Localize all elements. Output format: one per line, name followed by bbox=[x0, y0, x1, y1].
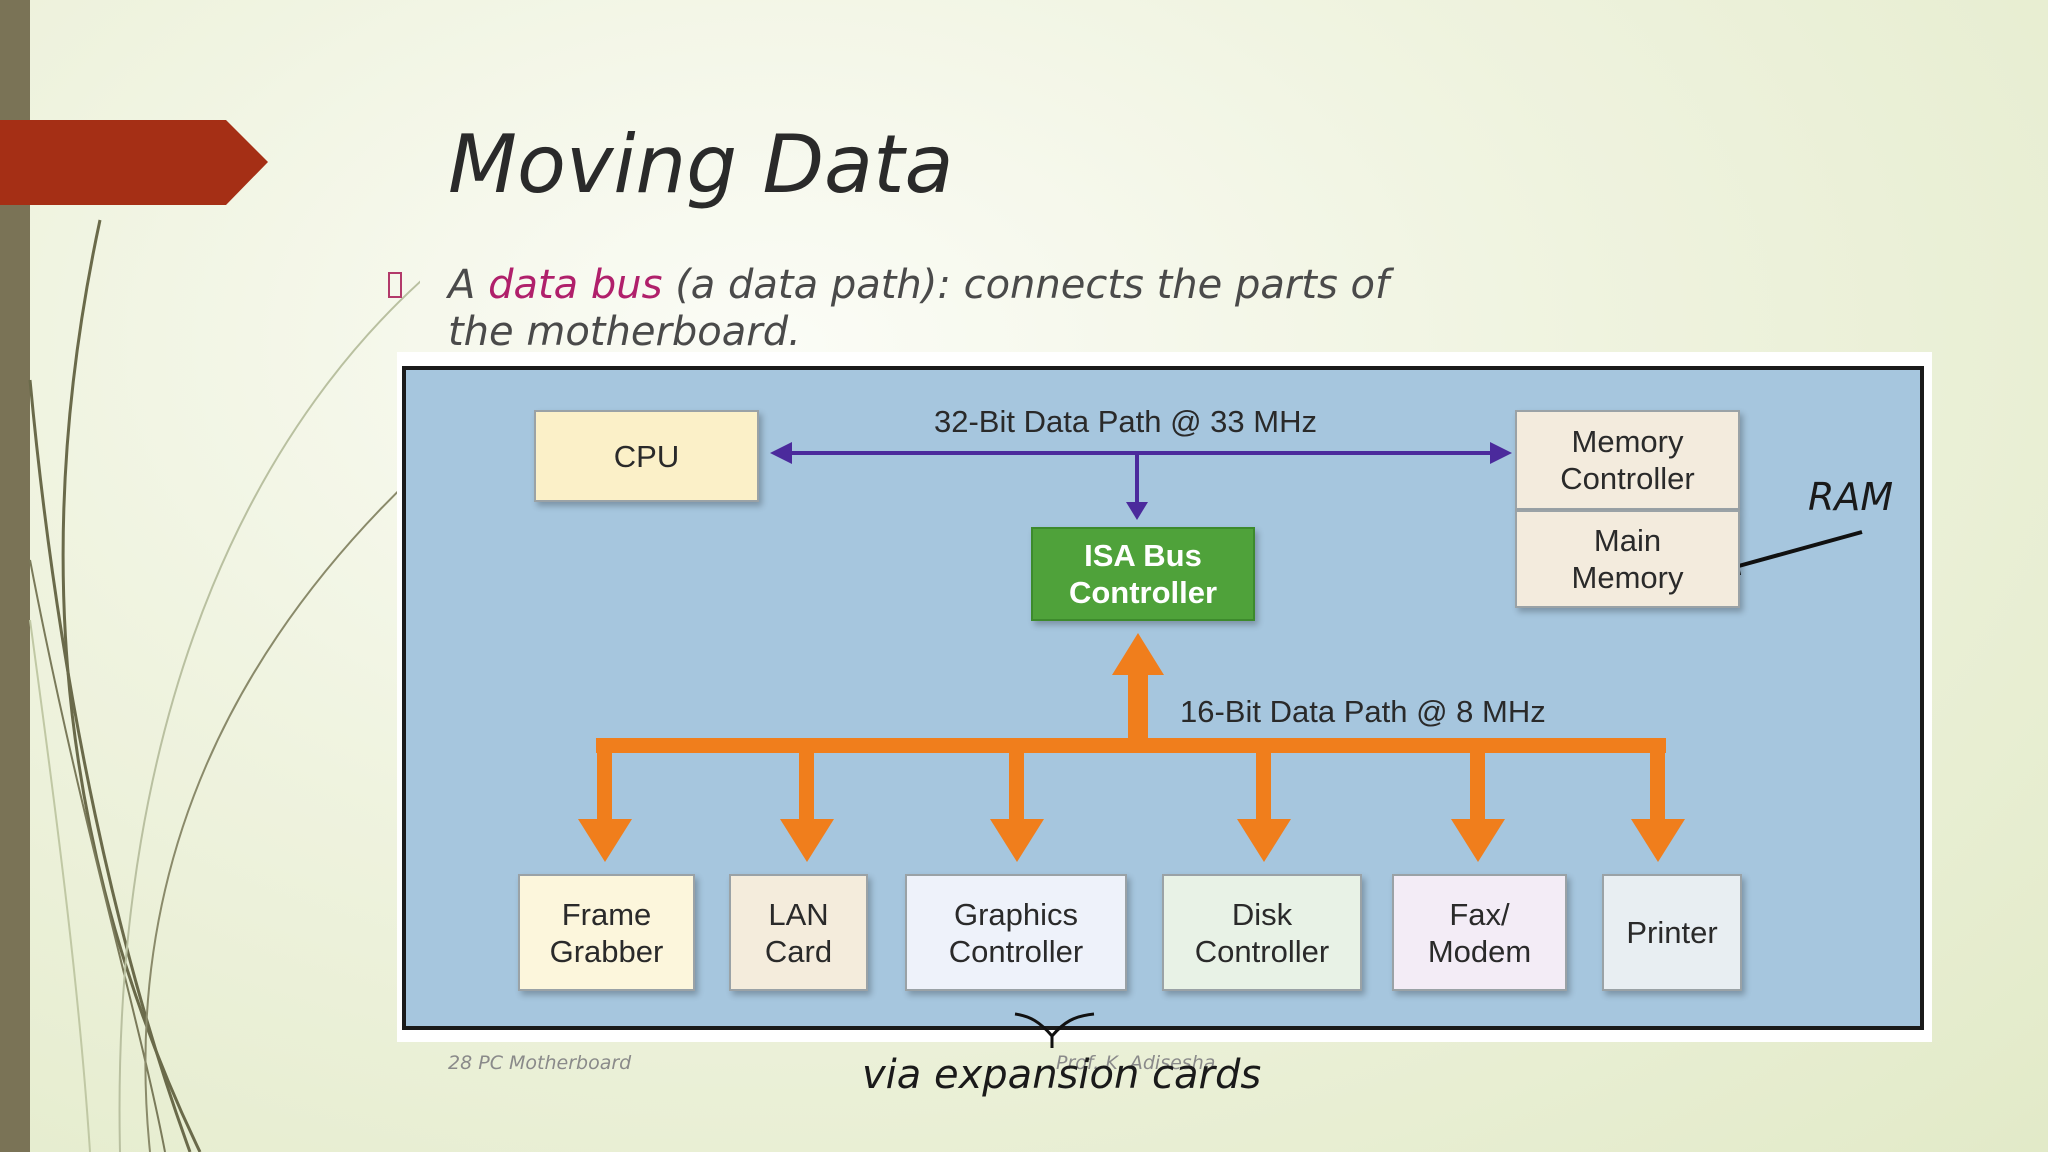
slide-title: Moving Data bbox=[448, 118, 954, 211]
cpu-box: CPU bbox=[534, 410, 759, 502]
device-label-line1: Fax/ bbox=[1449, 896, 1510, 932]
device-label-line1: Graphics bbox=[953, 896, 1079, 932]
cpu-label: CPU bbox=[613, 438, 680, 474]
data-path-16-label: 16-Bit Data Path @ 8 MHz bbox=[1180, 694, 1546, 729]
isa-label-line1: ISA Bus bbox=[1084, 538, 1202, 573]
mainmem-label-line2: Memory bbox=[1571, 560, 1684, 595]
device-label-line2: Card bbox=[764, 933, 833, 969]
expansion-cards-annotation: via expansion cards bbox=[862, 1052, 1262, 1098]
bullet-text: A data bus (a data path): connects the p… bbox=[448, 262, 1448, 356]
isa-label-line2: Controller bbox=[1068, 575, 1218, 610]
device-printer: Printer bbox=[1602, 874, 1742, 991]
device-label-line2: Controller bbox=[1194, 933, 1330, 969]
device-label-line1: Printer bbox=[1626, 915, 1718, 950]
device-fax-modem: Fax/Modem bbox=[1392, 874, 1567, 991]
bullet-suffix: (a data path): connects the parts of the… bbox=[448, 262, 1390, 355]
memctl-label-line2: Controller bbox=[1560, 461, 1695, 496]
ram-annotation: RAM bbox=[1808, 475, 1894, 519]
footer-left: 28 PC Motherboard bbox=[448, 1052, 631, 1074]
device-label-line1: Disk bbox=[1231, 896, 1293, 932]
device-label-line1: Frame bbox=[561, 896, 652, 932]
bullet-highlight: data bus bbox=[488, 262, 663, 308]
footer-section: PC Motherboard bbox=[478, 1052, 632, 1074]
footer-author: Prof. K. Adisesha bbox=[1056, 1052, 1216, 1074]
memory-controller-box: Memory Controller bbox=[1515, 410, 1740, 510]
mainmem-label-line1: Main bbox=[1593, 523, 1662, 558]
device-label-line2: Modem bbox=[1427, 933, 1532, 969]
main-memory-box: Main Memory bbox=[1515, 510, 1740, 608]
memctl-label-line1: Memory bbox=[1571, 424, 1684, 459]
bullet-icon bbox=[388, 272, 402, 298]
slide-number: 28 bbox=[448, 1052, 473, 1074]
decorative-curves bbox=[28, 219, 420, 1152]
bullet-prefix: A bbox=[448, 262, 489, 308]
device-label-line2: Grabber bbox=[549, 933, 664, 969]
device-label-line1: LAN bbox=[768, 896, 829, 932]
data-path-32-label: 32-Bit Data Path @ 33 MHz bbox=[934, 404, 1317, 439]
device-label-line2: Controller bbox=[948, 933, 1084, 969]
title-accent-tab bbox=[0, 120, 268, 205]
isa-bus-controller-box: ISA Bus Controller bbox=[1031, 527, 1255, 621]
